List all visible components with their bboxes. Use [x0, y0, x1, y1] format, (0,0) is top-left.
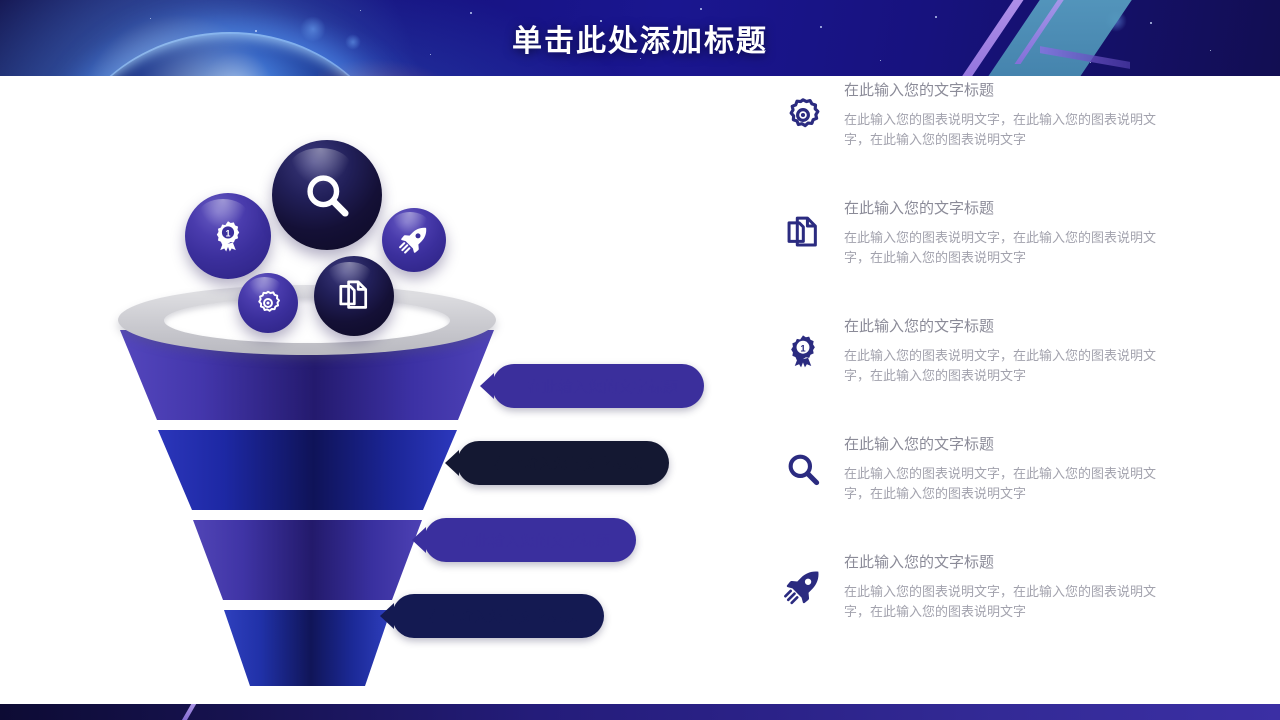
funnel-callout-3[interactable]: 在此输入您的文字标题	[412, 518, 637, 562]
funnel-callout-label: 在此输入您的文字标题	[460, 532, 611, 550]
list-item-text: 在此输入您的文字标题 在此输入您的图表说明文字，在此输入您的图表说明文字，在此输…	[844, 552, 1200, 622]
list-item[interactable]: 在此输入您的文字标题 在此输入您的图表说明文字，在此输入您的图表说明文字，在此输…	[780, 198, 1200, 290]
list-item-desc: 在此输入您的图表说明文字，在此输入您的图表说明文字，在此输入您的图表说明文字	[844, 112, 1157, 148]
funnel-band-2[interactable]	[0, 428, 760, 514]
funnel-callout-4[interactable]: 在此输入您的文字标题	[380, 594, 605, 638]
medal-icon: 1	[780, 328, 826, 374]
list-item-title: 在此输入您的文字标题	[844, 554, 995, 571]
svg-text:1: 1	[226, 229, 231, 239]
list-item-title: 在此输入您的文字标题	[844, 200, 995, 217]
funnel-sphere-documents[interactable]	[314, 256, 394, 336]
search-icon	[780, 446, 826, 492]
gear-icon	[780, 92, 826, 138]
list-item-text: 在此输入您的文字标题 在此输入您的图表说明文字，在此输入您的图表说明文字，在此输…	[844, 80, 1200, 150]
list-item-desc: 在此输入您的图表说明文字，在此输入您的图表说明文字，在此输入您的图表说明文字	[844, 584, 1157, 620]
funnel-sphere-rocket[interactable]	[382, 208, 446, 272]
rocket-icon	[399, 227, 427, 254]
funnel-diagram: 1 在此输入您的文字标题	[0, 76, 760, 686]
funnel-band-3[interactable]	[0, 518, 760, 604]
documents-icon	[780, 210, 826, 256]
medal-icon: 1	[216, 221, 240, 252]
slide-footer	[0, 704, 1280, 720]
funnel-top-rim	[118, 285, 496, 355]
sun-flare-glow	[318, 46, 508, 76]
list-item-desc: 在此输入您的图表说明文字，在此输入您的图表说明文字，在此输入您的图表说明文字	[844, 348, 1157, 384]
rocket-icon	[780, 564, 826, 610]
funnel-sphere-medal[interactable]: 1	[185, 193, 271, 279]
callout-notch-icon	[445, 450, 459, 476]
list-item-desc: 在此输入您的图表说明文字，在此输入您的图表说明文字，在此输入您的图表说明文字	[844, 466, 1157, 502]
list-item[interactable]: 1 在此输入您的文字标题 在此输入您的图表说明文字，在此输入您的图表说明文字，在…	[780, 316, 1200, 408]
slide-header: 单击此处添加标题	[0, 0, 1280, 76]
list-item-desc: 在此输入您的图表说明文字，在此输入您的图表说明文字，在此输入您的图表说明文字	[844, 230, 1157, 266]
page-title: 单击此处添加标题	[512, 25, 768, 58]
list-item-title: 在此输入您的文字标题	[844, 436, 995, 453]
callout-notch-icon	[380, 603, 394, 629]
list-item[interactable]: 在此输入您的文字标题 在此输入您的图表说明文字，在此输入您的图表说明文字，在此输…	[780, 552, 1200, 644]
funnel-callout-label: 在此输入您的文字标题	[493, 455, 644, 473]
funnel-sphere-gear[interactable]	[238, 273, 298, 333]
funnel-callout-2[interactable]: 在此输入您的文字标题	[445, 441, 670, 485]
funnel-sphere-search[interactable]	[272, 140, 382, 250]
funnel-callout-1[interactable]: 在此输入您的文字标题	[480, 364, 705, 408]
list-item[interactable]: 在此输入您的文字标题 在此输入您的图表说明文字，在此输入您的图表说明文字，在此输…	[780, 80, 1200, 172]
footer-streak-decoration	[177, 704, 200, 720]
callout-notch-icon	[412, 527, 426, 553]
callout-notch-icon	[480, 373, 494, 399]
list-item-title: 在此输入您的文字标题	[844, 82, 995, 99]
list-item[interactable]: 在此输入您的文字标题 在此输入您的图表说明文字，在此输入您的图表说明文字，在此输…	[780, 434, 1200, 526]
funnel-rim-inner	[164, 298, 450, 343]
feature-list: 在此输入您的文字标题 在此输入您的图表说明文字，在此输入您的图表说明文字，在此输…	[780, 80, 1200, 670]
documents-icon	[339, 280, 368, 309]
list-item-text: 在此输入您的文字标题 在此输入您的图表说明文字，在此输入您的图表说明文字，在此输…	[844, 198, 1200, 268]
gear-icon	[258, 290, 280, 312]
funnel-band-4[interactable]	[0, 608, 760, 690]
funnel-callout-label: 在此输入您的文字标题	[528, 378, 679, 396]
funnel-callout-label: 在此输入您的文字标题	[428, 608, 579, 626]
list-item-title: 在此输入您的文字标题	[844, 318, 995, 335]
list-item-text: 在此输入您的文字标题 在此输入您的图表说明文字，在此输入您的图表说明文字，在此输…	[844, 316, 1200, 386]
funnel-band-1[interactable]	[0, 328, 760, 424]
svg-text:1: 1	[800, 344, 805, 355]
list-item-text: 在此输入您的文字标题 在此输入您的图表说明文字，在此输入您的图表说明文字，在此输…	[844, 434, 1200, 504]
search-icon	[307, 175, 349, 217]
